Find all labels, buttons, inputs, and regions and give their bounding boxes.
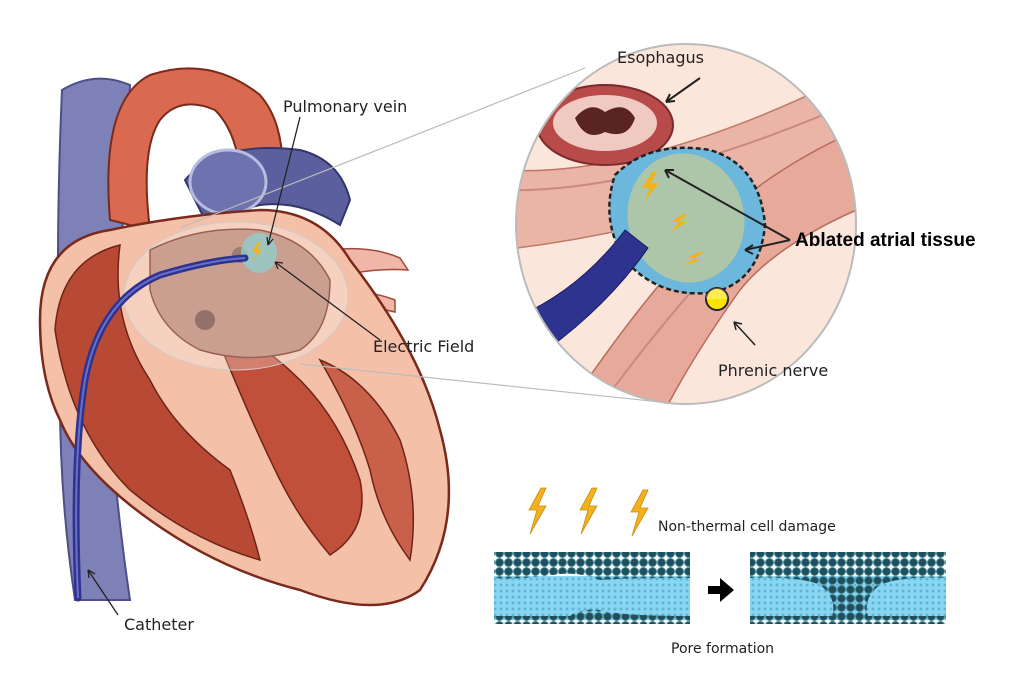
- label-electric-field: Electric Field: [373, 337, 474, 356]
- label-esophagus: Esophagus: [617, 48, 704, 67]
- membrane-pore: [750, 552, 946, 624]
- label-pore-formation: Pore formation: [671, 641, 774, 657]
- lightning-icon: [579, 487, 598, 535]
- label-catheter: Catheter: [124, 615, 194, 634]
- lightning-icon: [684, 252, 704, 266]
- lightning-icon: [671, 214, 687, 232]
- label-pulmonary-vein: Pulmonary vein: [283, 97, 407, 116]
- zoom-region: [123, 221, 349, 371]
- lightning-icon: [642, 172, 659, 202]
- phrenic-nerve-marker: [705, 287, 729, 311]
- label-pointers: [87, 77, 791, 616]
- zoomed-view: [515, 43, 857, 405]
- lightning-icon: [528, 487, 547, 535]
- label-ablated-tissue: Ablated atrial tissue: [795, 230, 976, 251]
- heart-illustration: [38, 67, 451, 607]
- label-phrenic-nerve: Phrenic nerve: [718, 361, 828, 380]
- arrow-right-icon: [708, 578, 734, 602]
- lightning-icon: [630, 489, 649, 537]
- label-non-thermal: Non-thermal cell damage: [658, 519, 836, 535]
- membrane-panel: Non-thermal cell damage Pore formation: [494, 487, 946, 657]
- membrane-intact: [494, 552, 690, 624]
- lightning-icon: [252, 242, 262, 261]
